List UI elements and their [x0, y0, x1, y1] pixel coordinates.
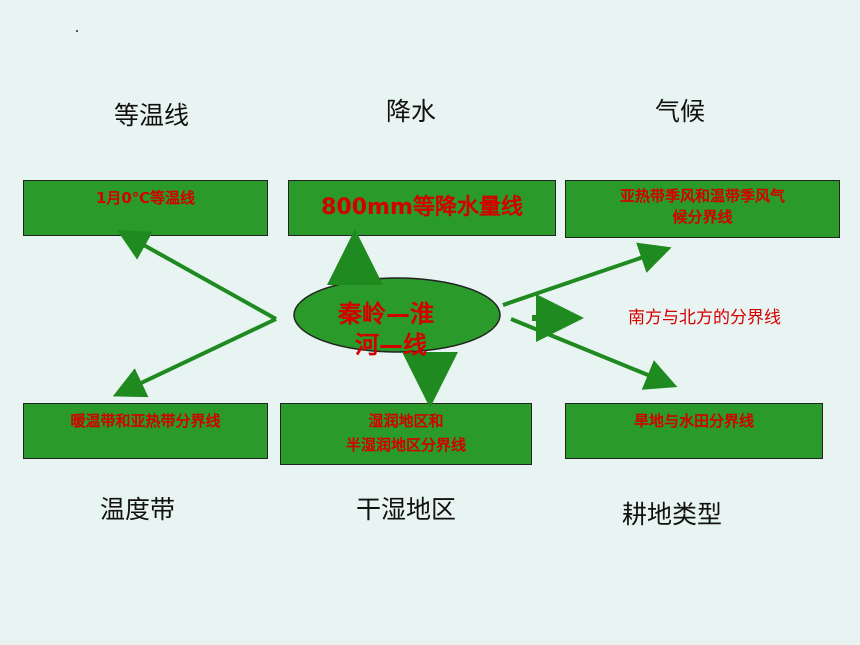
- category-precipitation: 降水: [386, 97, 437, 126]
- arrow-to-temperature-zone: [112, 317, 277, 398]
- arrow-to-climate: [502, 242, 672, 307]
- box-isotherm-text: 1月0℃等温线: [95, 189, 196, 207]
- dot-mark: [76, 30, 78, 32]
- box-dry-wet-text-2: 半湿润地区分界线: [345, 436, 466, 454]
- north-south-boundary-label: 南方与北方的分界线: [628, 308, 781, 328]
- box-dry-wet-text-1: 湿润地区和: [368, 412, 444, 430]
- box-precipitation-line: 800mm等降水量线: [288, 180, 556, 236]
- box-farmland-line: 旱地与水田分界线: [565, 403, 823, 459]
- arrow-to-farmland: [510, 317, 678, 390]
- box-dry-wet-line: 湿润地区和 半湿润地区分界线: [280, 403, 532, 465]
- box-climate-line: 亚热带季风和温带季风气 候分界线: [565, 180, 840, 238]
- category-farmland-type: 耕地类型: [622, 500, 723, 529]
- arrow-to-isotherm: [117, 230, 277, 321]
- center-ellipse: [293, 277, 501, 353]
- center-label-line2: 河—线: [355, 331, 427, 359]
- box-farmland-text: 旱地与水田分界线: [633, 412, 754, 430]
- category-isotherm: 等温线: [114, 101, 190, 130]
- box-climate-text-1: 亚热带季风和温带季风气: [619, 187, 785, 205]
- category-dry-wet-region: 干湿地区: [356, 495, 457, 524]
- box-precipitation-text: 800mm等降水量线: [321, 195, 523, 220]
- center-label-line1: 秦岭—淮: [338, 300, 434, 328]
- category-climate: 气候: [655, 97, 706, 126]
- box-temperature-zone-text: 暖温带和亚热带分界线: [70, 412, 221, 430]
- box-temperature-zone-line: 暖温带和亚热带分界线: [23, 403, 268, 459]
- category-temperature-zone: 温度带: [100, 495, 176, 524]
- box-isotherm-line: 1月0℃等温线: [23, 180, 268, 236]
- box-climate-text-2: 候分界线: [672, 208, 733, 226]
